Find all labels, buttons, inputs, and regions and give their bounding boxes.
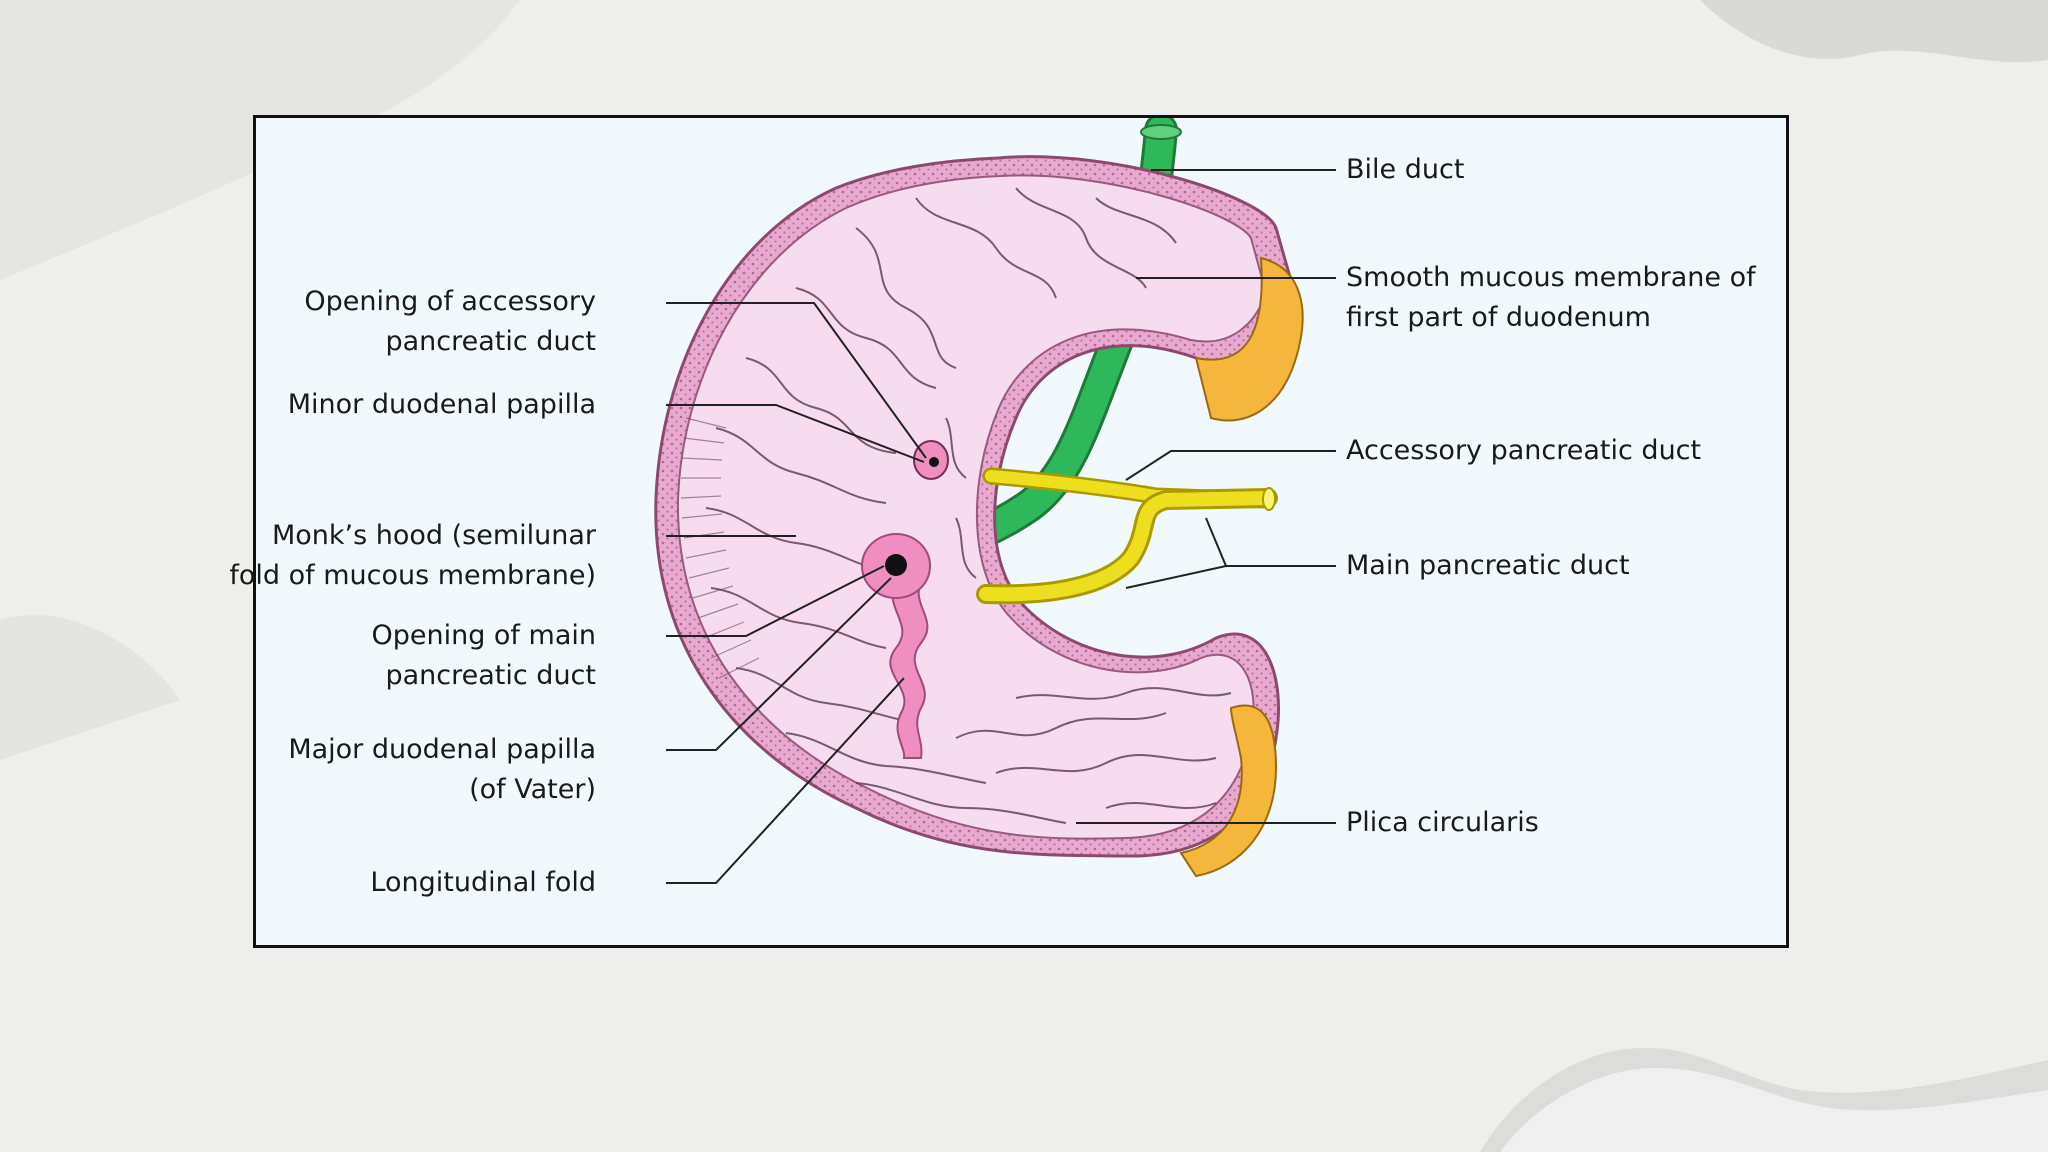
label-bile-duct: Bile duct	[1346, 154, 1465, 185]
label-plica-circularis: Plica circularis	[1346, 807, 1539, 838]
mucosal-folds	[705, 187, 1232, 824]
duodenum-illustration	[654, 118, 1336, 884]
diagram-frame: Opening of accessory pancreatic duct Min…	[229, 115, 1789, 948]
bile-duct-cut-end	[1140, 124, 1182, 140]
upper-cut-end	[1194, 256, 1304, 422]
lower-cut-end	[1179, 704, 1278, 878]
leader-lines	[666, 169, 1336, 884]
major-papilla-fold	[889, 577, 929, 759]
label-accessory-duct-opening: Opening of accessory pancreatic duct	[304, 286, 596, 357]
label-monks-hood: Monk’s hood (semilunar fold of mucous me…	[229, 520, 596, 591]
label-main-duct-opening: Opening of main pancreatic duct	[371, 620, 596, 691]
label-accessory-pancreatic-duct: Accessory pancreatic duct	[1346, 435, 1702, 466]
minor-papilla-opening	[929, 457, 939, 467]
major-papilla-opening	[885, 554, 907, 576]
label-major-papilla: Major duodenal papilla (of Vater)	[288, 734, 596, 805]
label-longitudinal-fold: Longitudinal fold	[370, 867, 596, 898]
label-smooth-mucosa: Smooth mucous membrane of first part of …	[1346, 262, 1756, 333]
pancreatic-duct-cut-end	[1262, 487, 1276, 511]
label-minor-papilla: Minor duodenal papilla	[287, 389, 596, 420]
label-main-pancreatic-duct: Main pancreatic duct	[1346, 550, 1630, 581]
